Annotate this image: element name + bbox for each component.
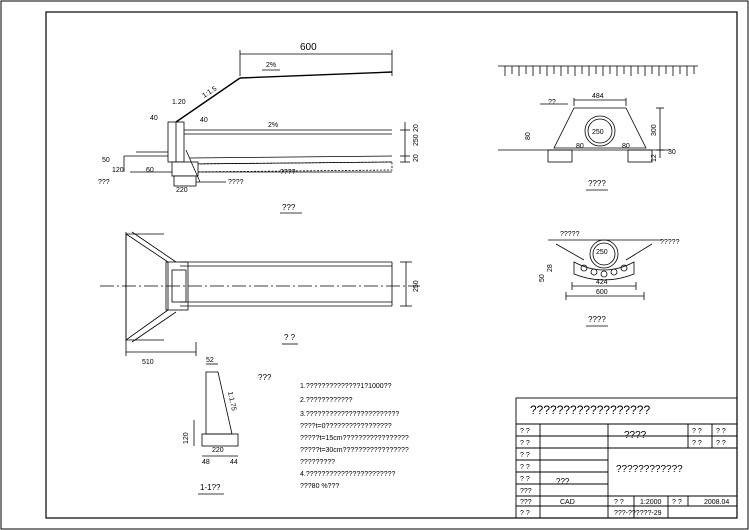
wall-top-dim: 52 xyxy=(206,357,214,364)
tb-r3-left: ? ? xyxy=(520,452,530,459)
sec1-side-dim-1: 80 xyxy=(622,143,630,150)
elev-right-dim-0: 250 xyxy=(413,134,420,146)
section-1 xyxy=(498,65,698,163)
elev-foot-dim: 220 xyxy=(176,187,188,194)
tb-r7-c: ? ? xyxy=(614,499,624,506)
elev-left-label-2: 40 xyxy=(200,117,208,124)
sec1-top-dim: 484 xyxy=(592,93,604,100)
notes-line-2: 3.???????????????????????? xyxy=(300,411,399,418)
sec2-inner: 424 xyxy=(596,279,608,286)
sec2-right-note: ????? xyxy=(660,239,680,246)
tb-r6-b: ??? xyxy=(556,477,570,486)
notes-line-3: ????t=0????????????????? xyxy=(300,423,392,430)
wall-height-dim: 120 xyxy=(183,432,190,444)
tb-r2-right-b: ? ? xyxy=(716,440,726,447)
section-2 xyxy=(548,239,662,300)
wall-caption: 1-1?? xyxy=(200,483,221,492)
inner-border xyxy=(45,11,738,519)
notes-line-5: ?????t=30cm????????????????? xyxy=(300,447,409,454)
tb-r2-left: ? ? xyxy=(520,440,530,447)
notes-line-0: 1.??????????????1?1000?? xyxy=(300,383,392,390)
tb-r8-sheet: ???-??????-29 xyxy=(614,510,662,517)
elev-slope-label: 1:1.5 xyxy=(201,85,218,99)
sec2-left-note: ????? xyxy=(560,231,580,238)
elev-slope-lower: 2% xyxy=(268,122,278,129)
tb-r6-left: ??? xyxy=(520,488,532,495)
sec2-side-dim-0: 50 xyxy=(539,274,546,282)
tb-r4-left: ? ? xyxy=(520,464,530,471)
tb-r7-scale: 1:2000 xyxy=(640,499,662,506)
elevation-view xyxy=(123,50,410,187)
sec1-left-note: ?? xyxy=(548,99,556,106)
sec1-height-dim: 300 xyxy=(651,124,658,136)
tb-r7-d: ? ? xyxy=(672,499,682,506)
elev-slope-upper: 2% xyxy=(266,62,276,69)
plan-left-dim: 510 xyxy=(142,359,154,366)
notes-heading: ??? xyxy=(258,373,272,382)
sec1-right-dim-0: 12 xyxy=(651,154,658,162)
elev-left-label-0: 1.20 xyxy=(172,99,186,106)
elev-left-label2: ??? xyxy=(98,179,110,186)
elev-left-label-1: 40 xyxy=(150,115,158,122)
tb-r8-left: ? ? xyxy=(520,510,530,517)
notes-line-6: ????????? xyxy=(300,459,335,466)
plan-view xyxy=(100,231,420,356)
elev-right-dim-2: 20 xyxy=(413,154,420,162)
sec2-outer: 600 xyxy=(596,289,608,296)
tb-r7-cad: CAD xyxy=(560,499,575,506)
elev-left-label-3: 50 xyxy=(102,157,110,164)
notes-line-8: ???80 %??? xyxy=(300,483,339,490)
tb-r5-left: ? ? xyxy=(520,476,530,483)
sec1-side-dim-0: 80 xyxy=(576,143,584,150)
wall-section xyxy=(193,363,239,457)
wall-base-dim-1: 220 xyxy=(212,447,224,454)
notes-line-1: 2.???????????? xyxy=(300,397,353,404)
tb-title: ?????????????????? xyxy=(530,403,650,417)
elev-left-label-4: 120 xyxy=(112,167,124,174)
sec1-right-dim-1: 30 xyxy=(668,149,676,156)
sec2-side-dim-1: 28 xyxy=(547,264,554,272)
tb-r2-right-a: ? ? xyxy=(692,440,702,447)
tb-r7-date: 2008.04 xyxy=(704,499,729,506)
elev-caption: ??? xyxy=(282,203,296,212)
sec2-caption: ???? xyxy=(588,315,606,324)
plan-width-dim: 250 xyxy=(413,280,420,292)
sec1-left-80: 80 xyxy=(525,132,532,140)
title-block xyxy=(515,397,738,519)
tb-r1-right-b: ? ? xyxy=(716,428,726,435)
sec2-pipe: 250 xyxy=(596,249,608,256)
elev-right-dim-1: 20 xyxy=(413,124,420,132)
elev-left-label-5: 60 xyxy=(146,167,154,174)
wall-slope: 1:1.75 xyxy=(226,391,237,412)
tb-r4-mid: ???????????? xyxy=(616,464,683,475)
wall-base-dim-0: 48 xyxy=(202,459,210,466)
sec1-pipe: 250 xyxy=(592,129,604,136)
tb-r1-mid: ???? xyxy=(624,430,647,441)
sec1-caption: ???? xyxy=(588,179,606,188)
elev-foot-note: ???? xyxy=(228,179,244,186)
wall-base-dim-2: 44 xyxy=(230,459,238,466)
tb-r1-right-a: ? ? xyxy=(692,428,702,435)
elev-dim-top: 600 xyxy=(300,42,317,53)
tb-r7-left: ??? xyxy=(520,499,532,506)
notes-line-7: 4.??????????????????????? xyxy=(300,471,395,478)
notes-line-4: ?????t=15cm????????????????? xyxy=(300,435,409,442)
tb-r1-left: ? ? xyxy=(520,428,530,435)
elev-fill-note: ???? xyxy=(280,169,296,176)
plan-caption: ? ? xyxy=(284,333,296,342)
